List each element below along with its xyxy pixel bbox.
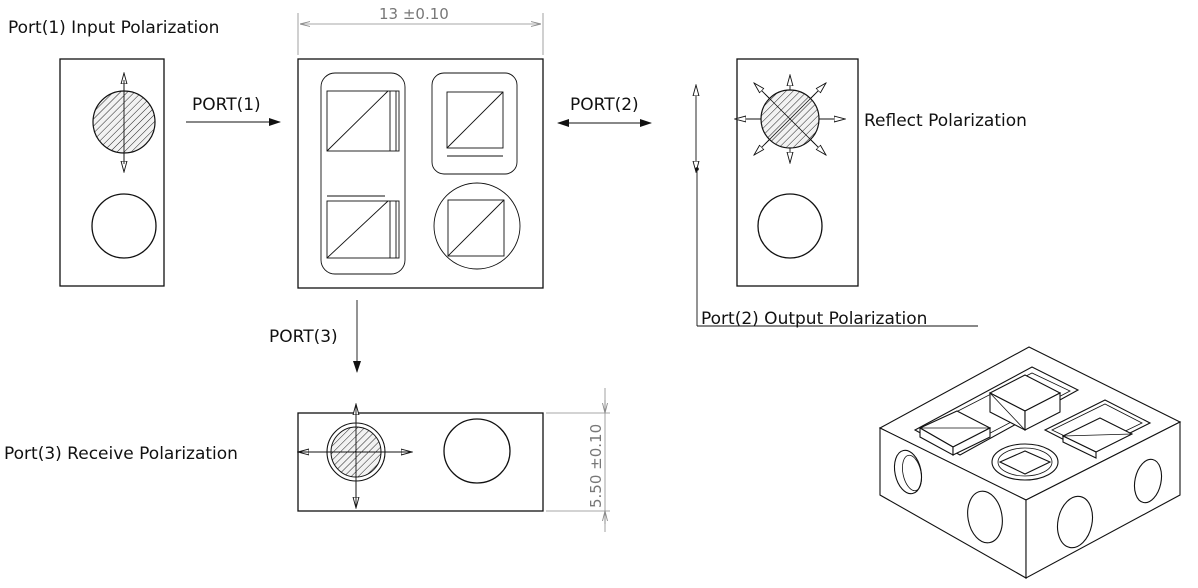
main-top-view bbox=[297, 58, 544, 289]
width-dimension: 13 ±0.10 bbox=[297, 5, 544, 55]
port2-empty-hole bbox=[757, 193, 823, 259]
height-dimension-text: 5.50 ±0.10 bbox=[587, 424, 605, 508]
width-dimension-text: 13 ±0.10 bbox=[379, 5, 449, 23]
port1-input-polarization-label: Port(1) Input Polarization bbox=[8, 18, 219, 38]
isometric-view bbox=[878, 346, 1182, 579]
height-dimension: 5.50 ±0.10 bbox=[546, 388, 610, 532]
port2-label: PORT(2) bbox=[570, 95, 639, 115]
port1-empty-hole bbox=[91, 193, 157, 259]
port2-output-leader bbox=[695, 85, 978, 327]
port3-label: PORT(3) bbox=[269, 327, 338, 347]
port1-label: PORT(1) bbox=[192, 95, 261, 115]
port1-side-view bbox=[59, 58, 165, 287]
port3-empty-hole bbox=[443, 418, 511, 484]
port3-bottom-view bbox=[298, 404, 544, 512]
reflect-polarization-label: Reflect Polarization bbox=[864, 111, 1027, 131]
port2-side-view bbox=[735, 58, 859, 287]
port2-output-polarization-label: Port(2) Output Polarization bbox=[701, 309, 927, 329]
port3-receive-polarization-label: Port(3) Receive Polarization bbox=[4, 444, 238, 464]
